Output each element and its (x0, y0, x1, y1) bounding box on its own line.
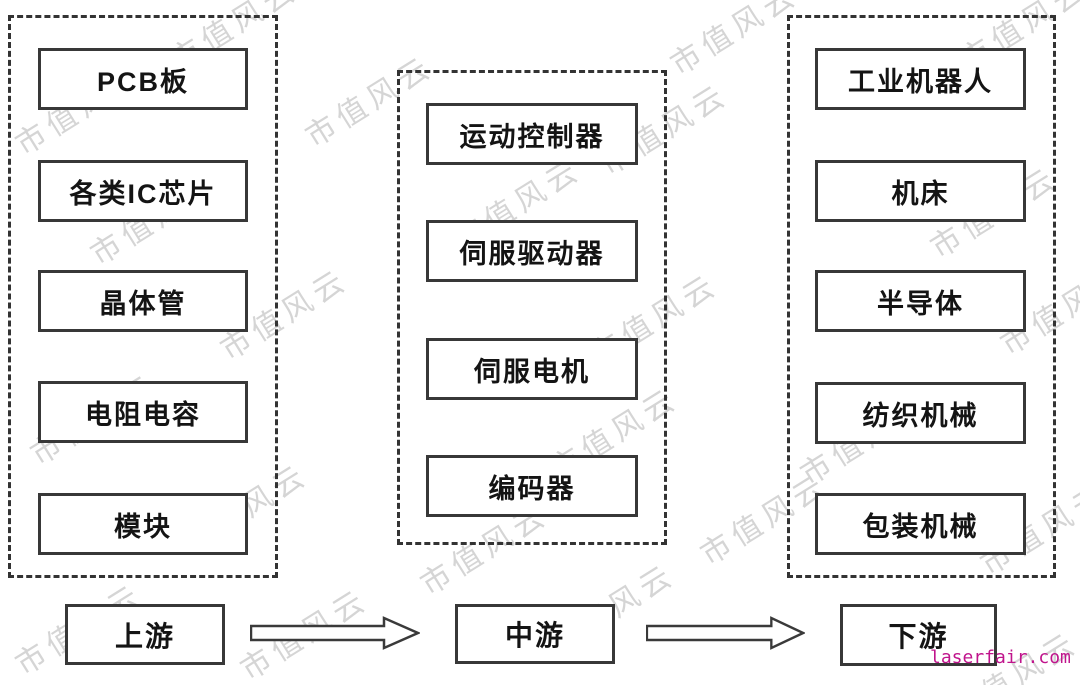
downstream-stage-label-box: 下游 (840, 604, 997, 666)
upstream-item-4: 电阻电容 (38, 381, 248, 443)
midstream-item-4: 编码器 (426, 455, 638, 517)
downstream-item-2: 机床 (815, 160, 1026, 222)
upstream-stage-label-box: 上游 (65, 604, 225, 665)
laserfair-watermark: laserfair.com (930, 647, 1071, 668)
upstream-item-1: PCB板 (38, 48, 248, 110)
upstream-item-5: 模块 (38, 493, 248, 555)
downstream-item-5: 包装机械 (815, 493, 1026, 555)
downstream-group (787, 15, 1056, 578)
downstream-item-3: 半导体 (815, 270, 1026, 332)
midstream-group (397, 70, 667, 545)
upstream-item-2: 各类IC芯片 (38, 160, 248, 222)
midstream-item-2: 伺服驱动器 (426, 220, 638, 282)
watermark-text: 市值风云 (665, 0, 805, 83)
flow-arrow-icon-2 (646, 616, 805, 650)
midstream-item-1: 运动控制器 (426, 103, 638, 165)
upstream-item-3: 晶体管 (38, 270, 248, 332)
flow-arrow-icon-1 (250, 616, 420, 650)
midstream-item-3: 伺服电机 (426, 338, 638, 400)
midstream-stage-label-box: 中游 (455, 604, 615, 664)
downstream-item-4: 纺织机械 (815, 382, 1026, 444)
upstream-group (8, 15, 278, 578)
downstream-item-1: 工业机器人 (815, 48, 1026, 110)
